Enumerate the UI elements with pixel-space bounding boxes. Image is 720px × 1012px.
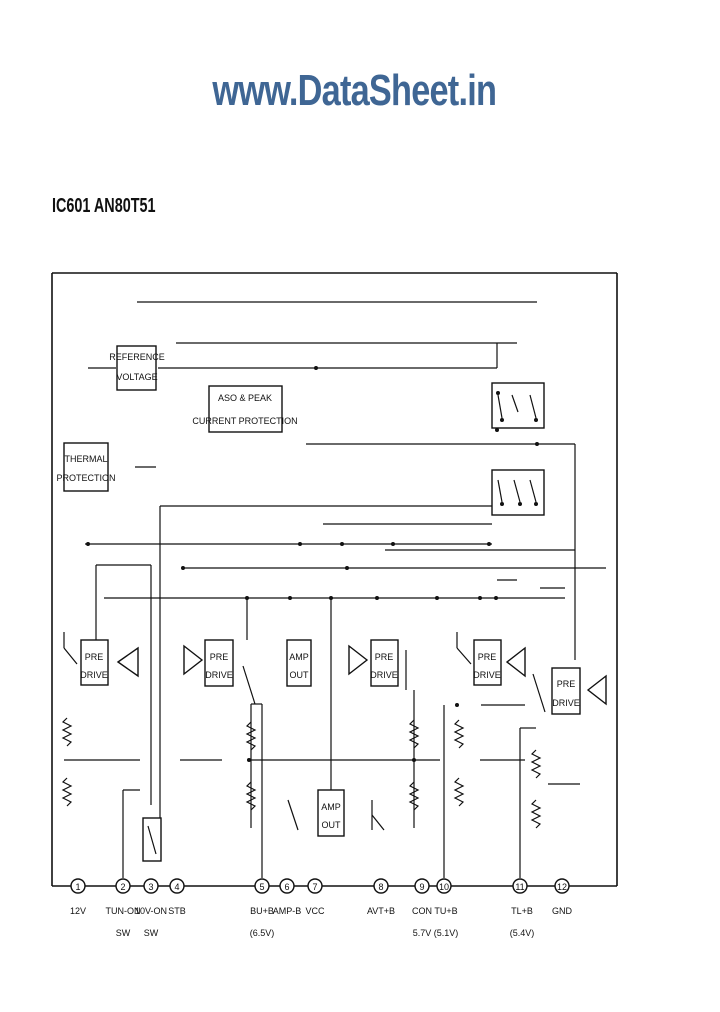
pre-drive-block-4: PRE DRIVE [456, 632, 526, 686]
svg-text:10: 10 [439, 882, 449, 892]
svg-text:8: 8 [378, 882, 383, 892]
reference-voltage-block: REFERENCE VOLTAGE [109, 345, 165, 391]
amp-out-block-2: AMP OUT [287, 598, 385, 837]
svg-text:6: 6 [284, 882, 289, 892]
pin-2-name-2: SW [116, 928, 131, 938]
pre-drive-1-label-2: DRIVE [80, 670, 108, 680]
svg-text:3: 3 [148, 882, 153, 892]
aso-protection-block: ASO & PEAK CURRENT PROTECTION [192, 385, 298, 433]
pin-1: 1 12V [70, 878, 86, 916]
pin-3: 3 10V-ON SW [135, 878, 167, 938]
svg-text:2: 2 [120, 882, 125, 892]
pin-11: 11 TL+B (5.4V) [510, 878, 535, 938]
svg-text:7: 7 [312, 882, 317, 892]
pin-2: 2 TUN-ON SW [106, 878, 141, 938]
thermal-protection-block: THERMAL PROTECTION [56, 442, 116, 492]
pin-6: 6 AMP-B [273, 878, 302, 916]
datasheet-watermark: www.DataSheet.in [212, 66, 497, 115]
pin-4: 4 STB [168, 878, 186, 916]
pin-8: 8 AVT+B [367, 878, 395, 916]
pin-1-name: 12V [70, 906, 86, 916]
reference-voltage-label-2: VOLTAGE [116, 372, 157, 382]
pin-5: 5 BU+B (6.5V) [250, 878, 275, 938]
pin-9-name: CON [412, 906, 432, 916]
pin-3-name: 10V-ON [135, 906, 167, 916]
pin-8-name: AVT+B [367, 906, 395, 916]
pre-drive-3-label-2: DRIVE [370, 670, 398, 680]
ten-volt-switch [142, 817, 162, 862]
pin-6-name: AMP-B [273, 906, 302, 916]
pin-3-name-2: SW [144, 928, 159, 938]
svg-text:1: 1 [75, 882, 80, 892]
aso-protection-label-2: CURRENT PROTECTION [192, 416, 297, 426]
pre-drive-5-label-2: DRIVE [552, 698, 580, 708]
pre-drive-block-3: PRE DRIVE [348, 639, 407, 690]
switch-block-upper [491, 382, 545, 429]
pin-11-name: TL+B [511, 906, 533, 916]
pin-5-name-2: (6.5V) [250, 928, 275, 938]
pre-drive-4-label-2: DRIVE [473, 670, 501, 680]
resistor-network [61, 690, 542, 829]
svg-text:9: 9 [419, 882, 424, 892]
thermal-protection-label-2: PROTECTION [56, 473, 115, 483]
pin-4-name: STB [168, 906, 186, 916]
pin-2-name: TUN-ON [106, 906, 141, 916]
pre-drive-5-label-1: PRE [557, 679, 576, 689]
pin-9-name-2: 5.7V [413, 928, 432, 938]
reference-voltage-label-1: REFERENCE [109, 352, 165, 362]
pin-10-name: TU+B [434, 906, 457, 916]
pre-drive-4-label-1: PRE [478, 652, 497, 662]
pin-7: 7 VCC [305, 878, 325, 916]
pin-11-name-2: (5.4V) [510, 928, 535, 938]
pre-drive-block-5: PRE DRIVE [532, 667, 607, 715]
page-title: IC601 AN80T51 [52, 195, 156, 217]
pre-drive-block-1: PRE DRIVE [63, 564, 152, 805]
pin-5-name: BU+B [250, 906, 274, 916]
pre-drive-2-label-1: PRE [210, 652, 229, 662]
internal-bus-lines [64, 301, 606, 843]
pre-drive-block-2: PRE DRIVE [183, 598, 256, 705]
pre-drive-3-label-1: PRE [375, 652, 394, 662]
pin-10: 10 TU+B (5.1V) [434, 878, 459, 938]
pin-7-name: VCC [305, 906, 325, 916]
pin-12: 12 GND [552, 878, 573, 916]
amp-out-2-label-1: AMP [321, 802, 341, 812]
svg-text:11: 11 [515, 882, 524, 892]
pin-10-name-2: (5.1V) [434, 928, 459, 938]
svg-text:4: 4 [174, 882, 179, 892]
switch-block-lower [491, 469, 545, 516]
pin-12-name: GND [552, 906, 573, 916]
amp-out-block-1: AMP OUT [286, 639, 312, 687]
pre-drive-1-label-1: PRE [85, 652, 104, 662]
amp-out-2-label-2: OUT [322, 820, 342, 830]
svg-text:12: 12 [557, 882, 567, 892]
thermal-protection-label-1: THERMAL [64, 454, 107, 464]
pin-row: 1 12V 2 TUN-ON SW 3 10V-ON SW 4 STB 5 BU… [70, 878, 573, 938]
amp-out-1-label-1: AMP [289, 652, 309, 662]
pre-drive-2-label-2: DRIVE [205, 670, 233, 680]
aso-protection-label-1: ASO & PEAK [218, 393, 272, 403]
pin-leads [122, 703, 536, 878]
amp-out-1-label-2: OUT [290, 670, 310, 680]
junction-dots [86, 366, 539, 762]
pin-9: 9 CON 5.7V [412, 878, 432, 938]
svg-text:5: 5 [259, 882, 264, 892]
